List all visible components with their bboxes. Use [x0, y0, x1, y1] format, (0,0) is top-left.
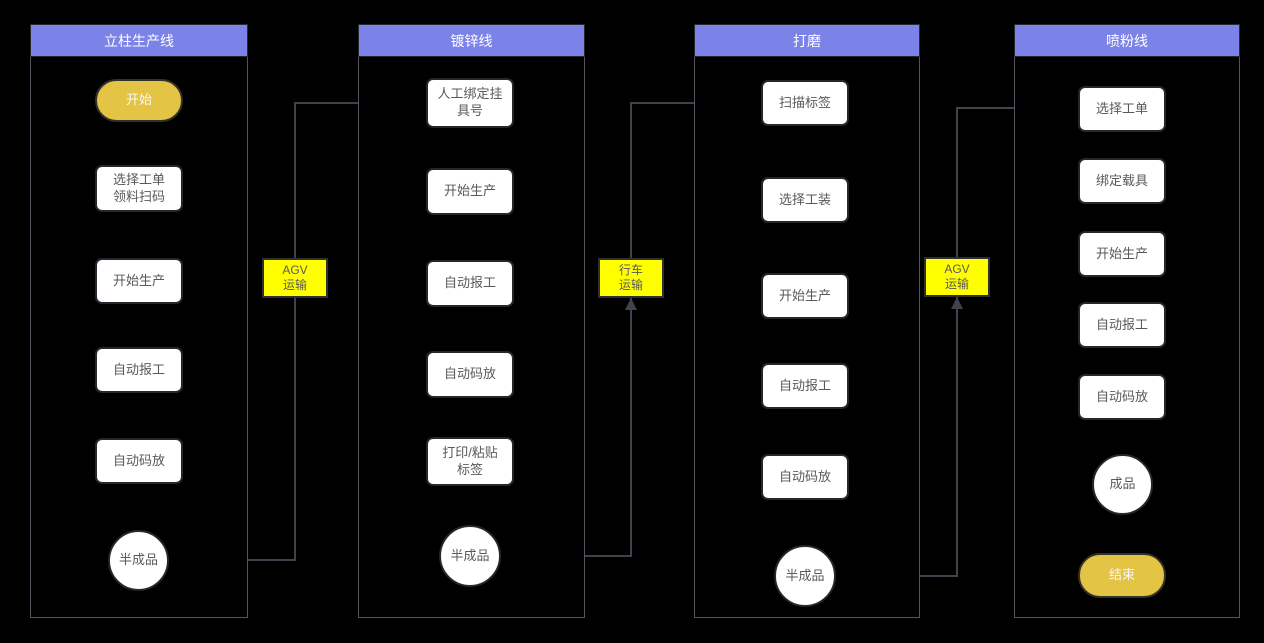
column-header-4: 喷粉线	[1014, 24, 1240, 57]
process-node-start-production-2: 开始生产	[426, 168, 514, 215]
process-node-auto-report-2: 自动报工	[426, 260, 514, 307]
column-title: 喷粉线	[1106, 32, 1148, 49]
process-node-start-production-3: 开始生产	[761, 273, 849, 319]
process-node-auto-stack-1: 自动码放	[95, 438, 183, 484]
transport-label-agv-2: AGV 运输	[924, 257, 990, 297]
process-node-select-order-scan: 选择工单 领料扫码	[95, 165, 183, 212]
column-title: 打磨	[793, 32, 821, 49]
semi-product-circle-2: 半成品	[439, 525, 501, 587]
end-node: 结束	[1078, 553, 1166, 598]
transport-label-agv-1: AGV 运输	[262, 258, 328, 298]
process-node-scan-label: 扫描标签	[761, 80, 849, 126]
column-title: 镀锌线	[450, 32, 493, 49]
column-header-3: 打磨	[694, 24, 920, 57]
start-node: 开始	[95, 79, 183, 122]
process-node-select-fixture: 选择工装	[761, 177, 849, 223]
finished-product-circle: 成品	[1092, 454, 1153, 515]
column-title: 立柱生产线	[104, 32, 174, 49]
semi-product-circle-3: 半成品	[774, 545, 836, 607]
process-node-auto-report-3: 自动报工	[761, 363, 849, 409]
process-node-auto-stack-2: 自动码放	[426, 351, 514, 398]
process-node-bind-carrier: 绑定载具	[1078, 158, 1166, 204]
process-node-print-label: 打印/粘贴 标签	[426, 437, 514, 486]
process-node-start-production-4: 开始生产	[1078, 231, 1166, 277]
column-header-1: 立柱生产线	[30, 24, 248, 57]
column-container-1: 立柱生产线	[30, 24, 248, 618]
process-node-start-production-1: 开始生产	[95, 258, 183, 304]
process-node-auto-report-1: 自动报工	[95, 347, 183, 393]
semi-product-circle-1: 半成品	[108, 530, 169, 591]
process-node-auto-stack-3: 自动码放	[761, 454, 849, 500]
process-node-auto-report-4: 自动报工	[1078, 302, 1166, 348]
transport-label-crane: 行车 运输	[598, 258, 664, 298]
process-node-bind-hanger: 人工绑定挂 具号	[426, 78, 514, 128]
process-node-auto-stack-4: 自动码放	[1078, 374, 1166, 420]
column-header-2: 镀锌线	[358, 24, 585, 57]
process-node-select-order: 选择工单	[1078, 86, 1166, 132]
